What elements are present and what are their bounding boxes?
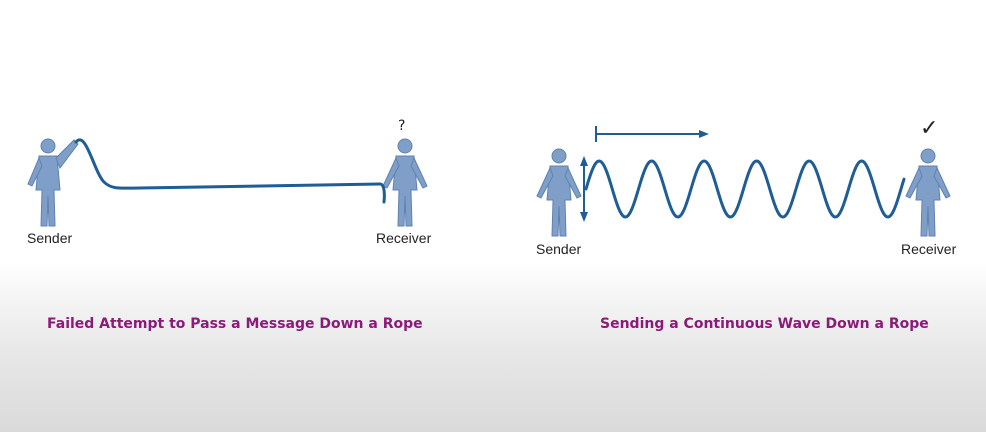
sender-label: Sender [536, 241, 582, 257]
direction-arrow [595, 126, 709, 142]
receiver-label: Receiver [901, 241, 957, 257]
receiver-label: Receiver [376, 230, 432, 246]
receiver-figure [382, 138, 428, 227]
question-mark: ? [398, 118, 406, 134]
sender-figure [536, 148, 582, 237]
up-down-arrow [580, 156, 588, 222]
failed-attempt-diagram: Sender Receiver ? [0, 100, 470, 260]
checkmark-icon: ✓ [920, 116, 939, 141]
receiver-figure [905, 148, 951, 237]
continuous-wave-illustration [536, 126, 951, 237]
continuous-wave-diagram: Sender Receiver ✓ [500, 100, 986, 270]
sender-label: Sender [27, 230, 73, 246]
sender-figure [27, 138, 79, 227]
failed-attempt-illustration [27, 138, 428, 227]
rope [74, 138, 386, 204]
right-caption: Sending a Continuous Wave Down a Rope [600, 316, 929, 332]
wave-rope [584, 159, 906, 219]
left-caption: Failed Attempt to Pass a Message Down a … [47, 316, 423, 332]
